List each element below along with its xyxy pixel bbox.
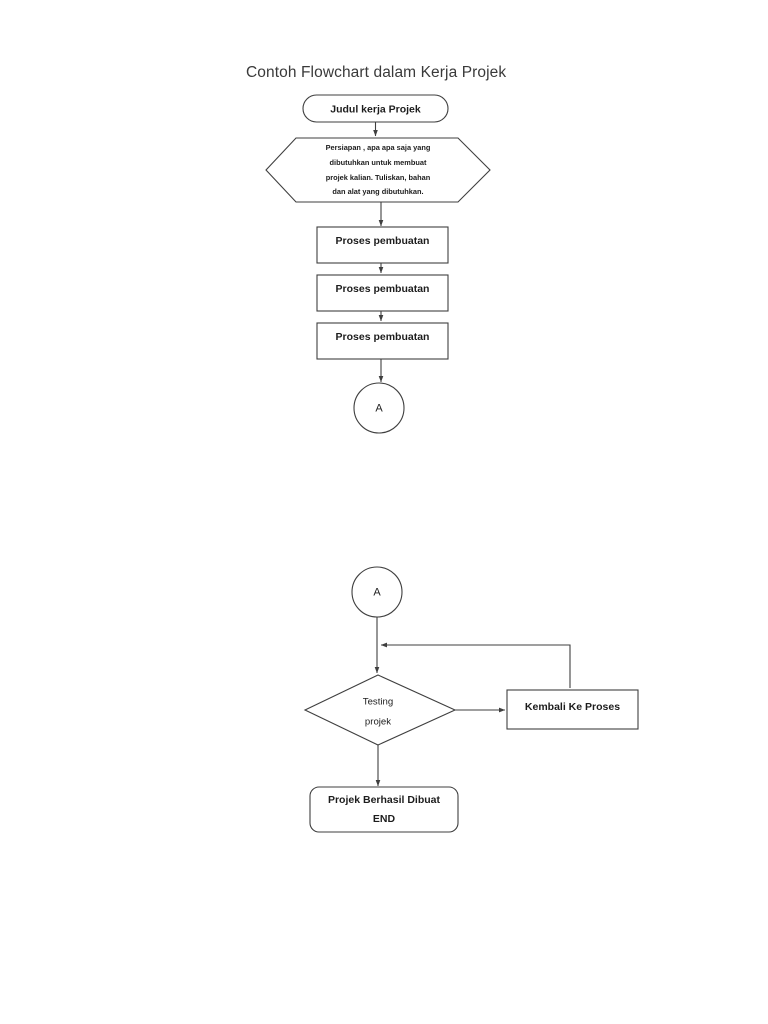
node-return-to-process: Kembali Ke Proses <box>506 689 639 730</box>
connector-a-bottom-label: A <box>373 586 381 598</box>
start-label: Judul kerja Projek <box>330 103 421 115</box>
decision-line-1: Testing <box>363 697 393 708</box>
process1-label: Proses pembuatan <box>336 235 430 247</box>
process3-label: Proses pembuatan <box>336 331 430 343</box>
process2-shape <box>316 274 449 312</box>
process1-shape <box>316 226 449 264</box>
preparation-shape <box>265 137 491 203</box>
end-line-2: END <box>373 813 396 825</box>
node-preparation: Persiapan , apa apa saja yang dibutuhkan… <box>265 137 491 203</box>
process3-shape <box>316 322 449 360</box>
preparation-line-4: dan alat yang dibutuhkan. <box>332 187 423 196</box>
preparation-line-1: Persiapan , apa apa saja yang <box>326 143 431 152</box>
return-label: Kembali Ke Proses <box>525 701 620 713</box>
preparation-line-2: dibutuhkan untuk membuat <box>330 158 427 167</box>
connector-a-top-shape <box>353 382 405 434</box>
node-connector-a-bottom: A <box>351 566 403 618</box>
node-process-3: Proses pembuatan <box>316 322 449 360</box>
preparation-line-3: projek kalian. Tuliskan, bahan <box>326 173 431 182</box>
return-shape <box>506 689 639 730</box>
decision-line-2: projek <box>365 717 391 728</box>
end-shape <box>309 786 459 833</box>
page-title: Contoh Flowchart dalam Kerja Projek <box>246 64 507 81</box>
node-process-1: Proses pembuatan <box>316 226 449 264</box>
decision-shape <box>303 674 457 746</box>
node-end: Projek Berhasil Dibuat END <box>309 786 459 833</box>
node-start: Judul kerja Projek <box>302 94 449 123</box>
node-connector-a-top: A <box>353 382 405 434</box>
edge-retry-to-decision-loop <box>380 642 571 688</box>
connector-a-top-label: A <box>375 402 383 414</box>
node-decision-testing: Testing projek <box>303 674 457 746</box>
end-line-1: Projek Berhasil Dibuat <box>328 794 441 806</box>
process2-label: Proses pembuatan <box>336 283 430 295</box>
node-process-2: Proses pembuatan <box>316 274 449 312</box>
